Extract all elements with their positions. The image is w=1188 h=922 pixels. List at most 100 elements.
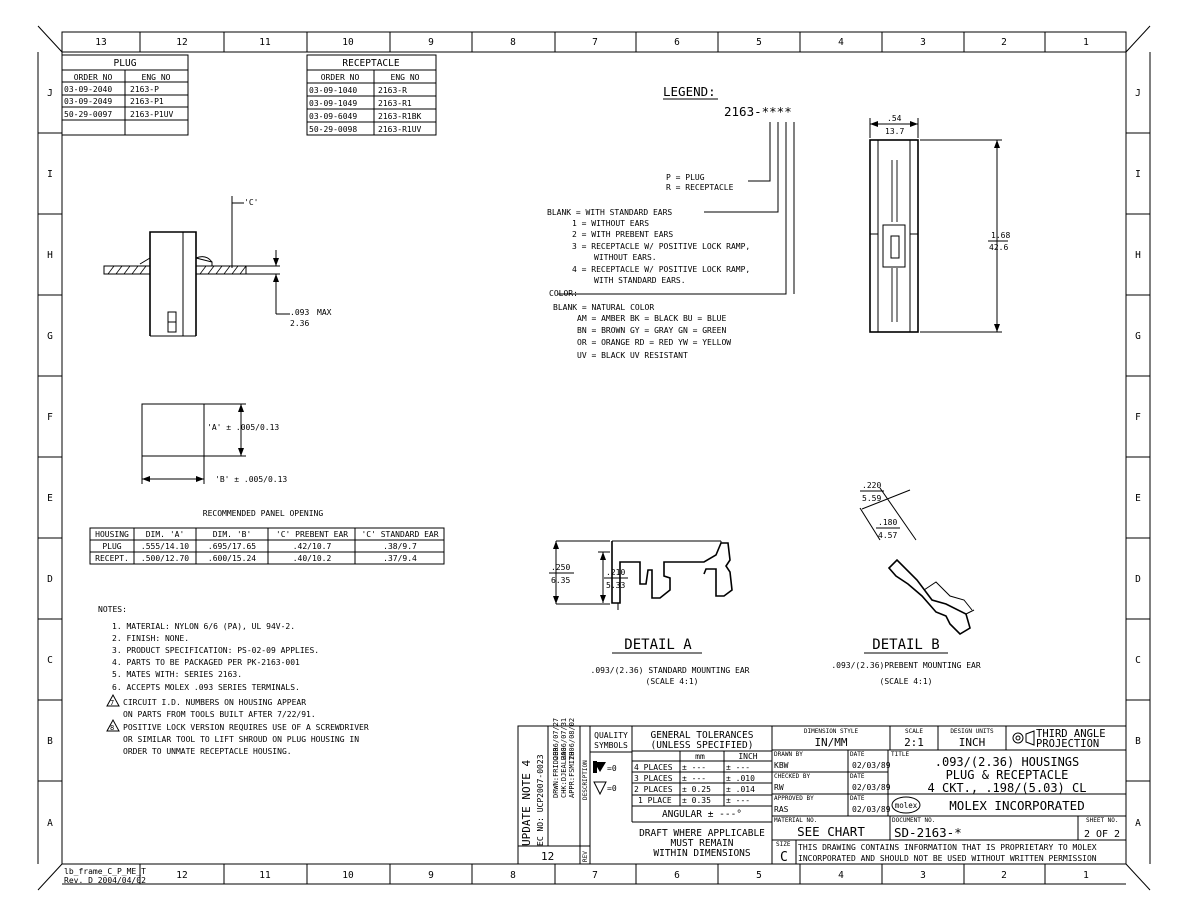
document-label: DOCUMENT NO. (892, 817, 935, 824)
dim-db-bottom: 5.59 (862, 494, 881, 503)
rev-date: 2006/08/02 (568, 718, 576, 760)
note-flag-icon (106, 693, 120, 707)
plug-cell: 2163-P (130, 85, 159, 94)
angular-tolerance: ANGULAR ± ---° (662, 809, 742, 820)
rev-line: EC NO: UCP2007-0023 (536, 754, 545, 846)
row-labels: J J I I H H G G F F E E D D C C B B A A (47, 88, 1141, 829)
tolerance-cell: ± .010 (726, 774, 755, 783)
company-name: MOLEX INCORPORATED (949, 798, 1084, 813)
row-label: C (47, 655, 53, 666)
quality-label: QUALITY (594, 731, 628, 740)
note-item: 4. PARTS TO BE PACKAGED PER PK-2163-001 (112, 658, 300, 667)
col-label: 1 (1083, 870, 1089, 881)
panel-header: 'C' STANDARD EAR (361, 530, 438, 539)
title-line-1: .093/(2.36) HOUSINGS (935, 755, 1080, 769)
col-label: 2 (1001, 870, 1007, 881)
legend-line: BLANK = NATURAL COLOR (553, 303, 654, 312)
row-label: G (1135, 331, 1141, 342)
dim-width-top: .54 (887, 114, 902, 123)
panel-cell: .600/15.24 (208, 554, 256, 563)
drawn-date: 02/03/89 (852, 761, 891, 770)
tolerance-cell: ± --- (682, 763, 706, 772)
rev-line: UPDATE NOTE 4 (520, 760, 533, 846)
col-label: 1 (1083, 37, 1089, 48)
approved-by: RAS (774, 805, 789, 814)
dim-da2-bottom: 5.33 (606, 581, 625, 590)
approved-date: 02/03/89 (852, 805, 891, 814)
dim-height-bottom: 42.6 (989, 243, 1008, 252)
title-line-3: 4 CKT., .198/(5.03) CL (928, 781, 1087, 795)
rev-date: 2006/07/27 (552, 718, 560, 760)
tolerance-cell: 3 PLACES (634, 774, 673, 783)
detail-b-scale: (SCALE 4:1) (880, 677, 933, 686)
dim-style: IN/MM (814, 736, 847, 749)
sheet-label: SHEET NO. (1086, 817, 1119, 824)
tolerance-mm-header: mm (695, 752, 705, 761)
row-label: D (47, 574, 53, 585)
panel-header: DIM. 'A' (146, 530, 185, 539)
col-label: 9 (428, 37, 434, 48)
panel-header: HOUSING (95, 530, 129, 539)
rev-line: CHK:DJEALHAG (560, 747, 568, 798)
drawn-by-label: DRAWN BY (774, 751, 803, 758)
note-item: 5. MATES WITH: SERIES 2163. (112, 670, 242, 679)
receptacle-cell: 2163-R1BK (378, 112, 422, 121)
panel-table: RECOMMENDED PANEL OPENING HOUSING DIM. '… (89, 509, 445, 565)
rev-date: 2006/07/31 (560, 718, 568, 760)
projection-cone-icon (1025, 730, 1035, 746)
row-label: F (1135, 412, 1141, 423)
dim-da2-top: .210 (606, 568, 625, 577)
document-number: SD-2163-* (894, 825, 962, 840)
receptacle-cell: 03-09-1040 (309, 86, 357, 95)
tolerance-cell: ± --- (726, 796, 750, 805)
legend-part-number: 2163-**** (724, 104, 792, 119)
note-item: CIRCUIT I.D. NUMBERS ON HOUSING APPEAR (123, 698, 306, 707)
dim-style-label: DIMENSION STYLE (804, 728, 859, 735)
tolerance-subtitle: (UNLESS SPECIFIED) (651, 740, 754, 751)
col-label: 5 (756, 37, 762, 48)
panel-header: DIM. 'B' (213, 530, 252, 539)
title-line-2: PLUG & RECEPTACLE (946, 768, 1069, 782)
dim-db-top: .220 (862, 481, 881, 490)
dim-b-label: 'B' ± .005/0.13 (215, 475, 287, 484)
draft-note-3: WITHIN DIMENSIONS (653, 848, 751, 859)
checked-date: 02/03/89 (852, 783, 891, 792)
panel-header: 'C' PREBENT EAR (276, 530, 348, 539)
rev-label: REV (582, 851, 589, 862)
col-label: 9 (428, 870, 434, 881)
legend-line: UV = BLACK UV RESISTANT (577, 351, 688, 360)
plug-table: PLUG ORDER NO ENG NO 03-09-2040 2163-P 0… (61, 54, 189, 136)
receptacle-header: ENG NO (391, 73, 420, 82)
detail-b-caption: .093/(2.36)PREBENT MOUNTING EAR (831, 661, 980, 670)
note-item: 6. ACCEPTS MOLEX .093 SERIES TERMINALS. (112, 683, 300, 692)
col-label: 12 (176, 870, 187, 881)
tolerance-cell: ± --- (726, 763, 750, 772)
note-item: 1. MATERIAL: NYLON 6/6 (PA), UL 94V-2. (112, 622, 295, 631)
date-label: DATE (850, 773, 865, 780)
legend-line: BN = BROWN GY = GRAY GN = GREEN (577, 326, 726, 335)
quality-symbol-2: =0 (607, 784, 617, 793)
rev-line: APPR:FSMITH (568, 752, 576, 798)
plug-cell: 2163-P1 (130, 97, 164, 106)
panel-cell: .500/12.70 (141, 554, 189, 563)
detail-b: .220 5.59 .180 4.57 DETAIL B .093/(2.36)… (831, 481, 980, 686)
plug-cell: 50-29-0097 (64, 110, 112, 119)
drawn-by: KBW (774, 761, 789, 770)
row-label: A (1135, 818, 1141, 829)
panel-table-title: RECOMMENDED PANEL OPENING (203, 509, 324, 518)
col-label: 6 (674, 37, 680, 48)
row-label: H (1135, 250, 1141, 261)
quality-symbol-1: =0 (607, 764, 617, 773)
frame-id-line1: lb_frame_C_P_ME_T (64, 867, 146, 876)
legend-line: 1 = WITHOUT EARS (572, 219, 649, 228)
draft-note-2: MUST REMAIN (671, 838, 734, 849)
panel-opening: 'A' ± .005/0.13 'B' ± .005/0.13 (141, 403, 287, 484)
receptacle-cell: 03-09-6049 (309, 112, 357, 121)
sheet-value: 2 OF 2 (1084, 829, 1120, 840)
col-label: 8 (510, 870, 516, 881)
row-label: J (47, 88, 53, 99)
col-label: 7 (592, 37, 598, 48)
detail-a-caption: .093/(2.36) STANDARD MOUNTING EAR (591, 666, 750, 675)
tolerance-cell: 1 PLACE (638, 796, 672, 805)
col-label: 10 (342, 870, 354, 881)
